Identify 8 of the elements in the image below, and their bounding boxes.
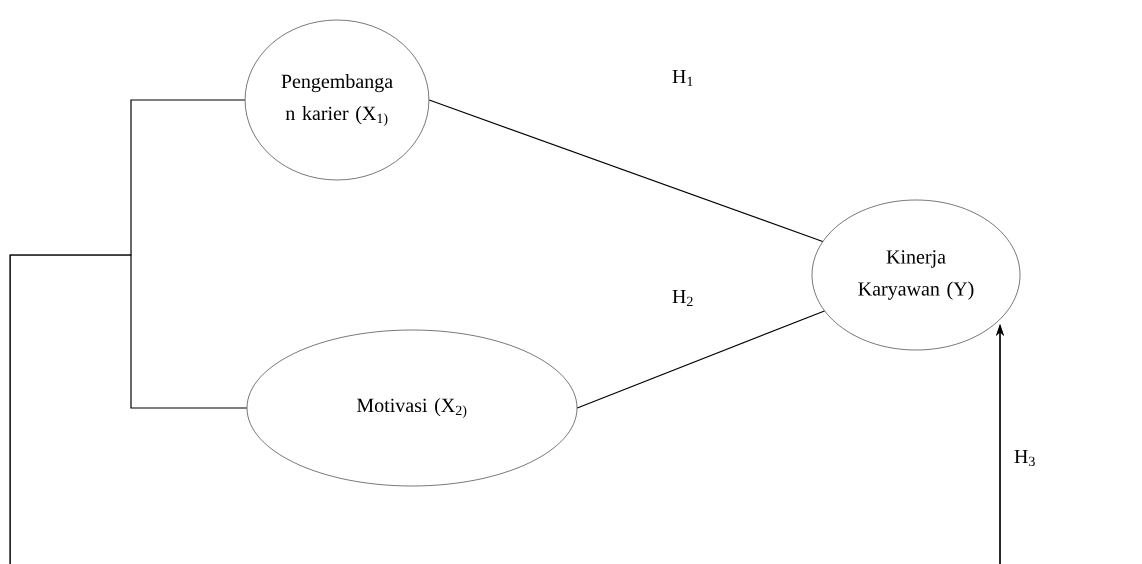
- edge-label: H$_{2}$: [670, 288, 696, 308]
- ellipse-node: Kinerja Karyawan (Y): [811, 199, 1021, 351]
- edge-label: H$_{1}$: [670, 68, 696, 88]
- connector-line: [576, 310, 825, 409]
- ellipse-node: Pengembanga n karier (X$_{1)}$: [244, 19, 430, 181]
- ellipse-node: Motivasi (X$_{2)}$: [246, 329, 578, 487]
- edge-label: H$_{3}$: [1012, 448, 1038, 468]
- connector-line: [428, 99, 824, 243]
